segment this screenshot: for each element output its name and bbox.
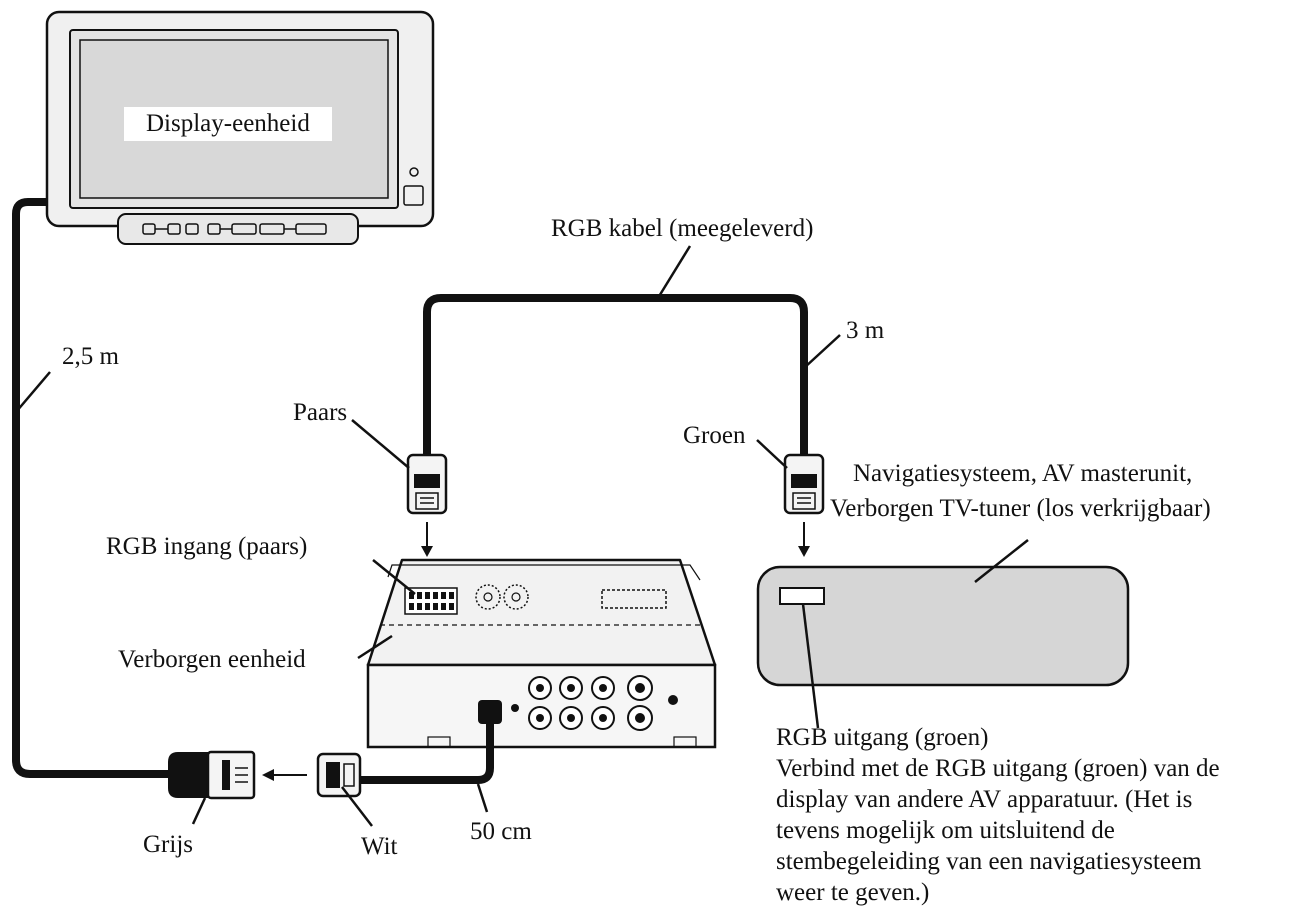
rgb-output-note: RGB uitgang (groen) Verbind met de RGB u… — [776, 722, 1220, 908]
grey-connector — [168, 750, 256, 800]
rgb-cable-label: RGB kabel (meegeleverd) — [551, 215, 814, 242]
rgb-output-note-line: display van andere AV apparatuur. (Het i… — [776, 786, 1193, 813]
display-unit-label: Display-eenheid — [124, 107, 332, 141]
rgb-input-label: RGB ingang (paars) — [106, 533, 308, 560]
length-2-5m-label: 2,5 m — [62, 343, 119, 370]
navigation-system — [756, 565, 1130, 687]
leader-rgb-output — [801, 603, 820, 729]
white-label: Wit — [361, 833, 398, 860]
leader-purple — [351, 419, 410, 469]
green-label: Groen — [683, 422, 746, 449]
arrow-white-to-grey — [262, 769, 307, 781]
leader-hidden-unit — [357, 634, 393, 660]
rgb-output-title: RGB uitgang (groen) — [776, 724, 989, 751]
rgb-output-note-line: tevens mogelijk om uitsluitend de — [776, 817, 1115, 844]
rgb-output-note-line: weer te geven.) — [776, 879, 930, 906]
white-connector — [316, 752, 362, 798]
purple-connector — [406, 453, 448, 515]
length-50cm-label: 50 cm — [470, 818, 532, 845]
rgb-output-note-line: stembegeleiding van een navigatiesysteem — [776, 848, 1202, 875]
nav-system-label-line2: Verborgen TV-tuner (los verkrijgbaar) — [830, 495, 1211, 522]
leader-grey — [191, 797, 207, 825]
leader-2-5m — [15, 371, 51, 413]
leader-green — [756, 439, 788, 469]
leader-50cm — [476, 783, 489, 813]
display-cable — [12, 198, 178, 778]
nav-system-label-line1: Navigatiesysteem, AV masterunit, — [853, 460, 1193, 487]
purple-label: Paars — [293, 399, 348, 426]
rgb-cable — [423, 294, 808, 455]
leader-nav-system — [974, 539, 1029, 583]
leader-rgb-input — [372, 559, 416, 595]
arrow-purple — [421, 522, 433, 557]
leader-rgb-cable — [656, 245, 692, 299]
leader-white — [341, 786, 373, 827]
arrow-green — [798, 522, 810, 557]
hidden-unit — [366, 558, 717, 749]
length-3m-label: 3 m — [846, 317, 885, 344]
green-connector — [783, 453, 825, 515]
leader-3m — [803, 334, 841, 369]
hidden-unit-label: Verborgen eenheid — [118, 646, 306, 673]
short-cable — [355, 722, 494, 784]
grey-label: Grijs — [143, 831, 193, 858]
rgb-output-note-line: Verbind met de RGB uitgang (groen) van d… — [776, 755, 1220, 782]
